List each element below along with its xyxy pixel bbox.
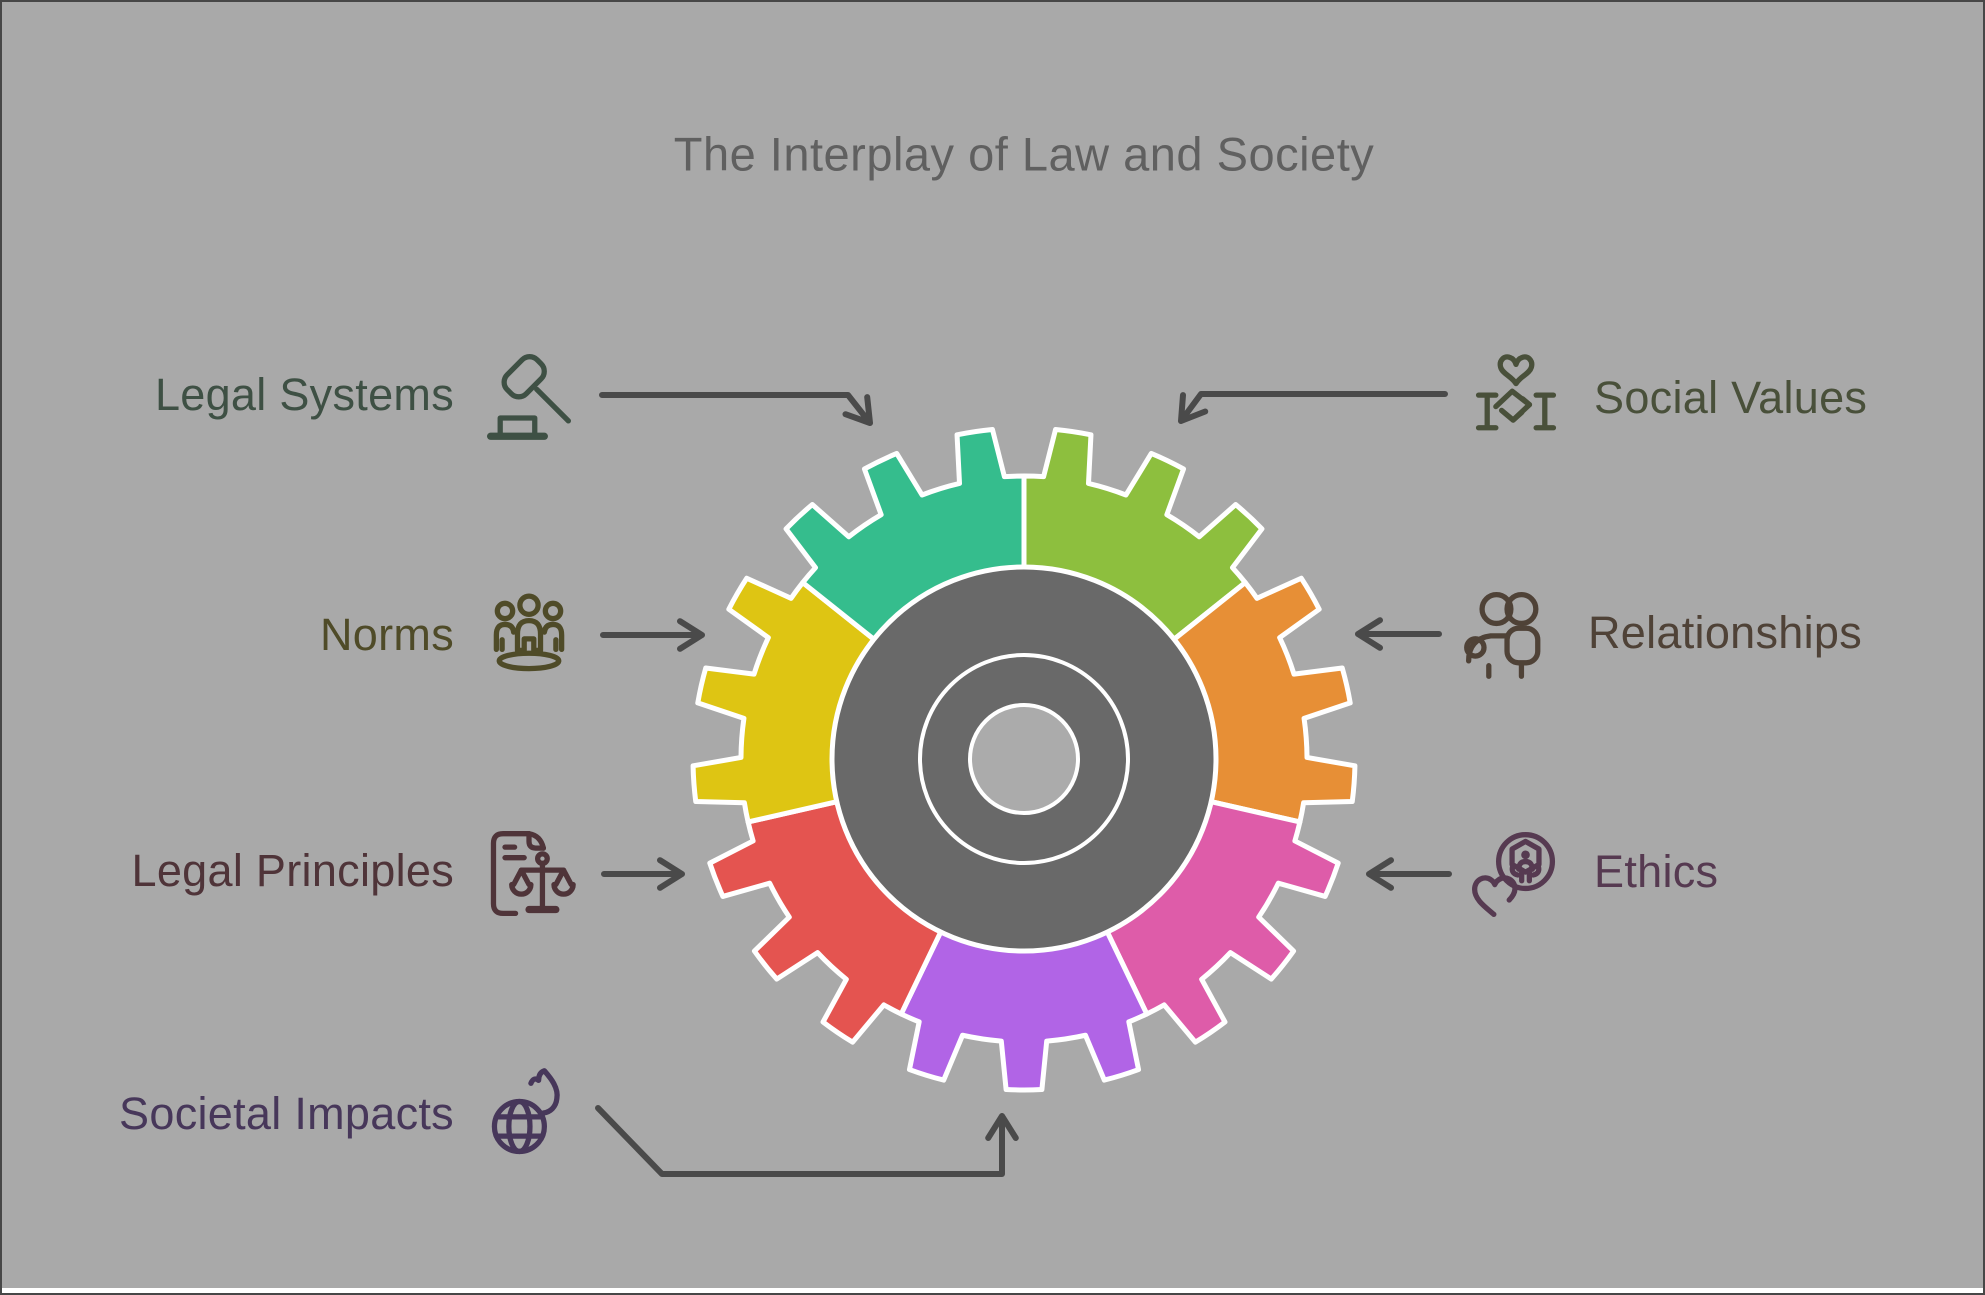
diagram-title: The Interplay of Law and Society [673, 127, 1375, 181]
heart-person-icon [1472, 832, 1556, 917]
label-societal-impacts: Societal Impacts [119, 1087, 454, 1139]
gavel-icon [487, 354, 571, 440]
label-relationships: Relationships [1588, 606, 1863, 658]
arrow-social-values [1178, 391, 1448, 424]
label-legal-principles: Legal Principles [131, 844, 454, 896]
arrow-ethics [1366, 857, 1452, 891]
people-group-icon [493, 593, 565, 672]
arrow-norms [600, 618, 705, 652]
arrow-legal-systems [599, 392, 873, 426]
arrow-relationships [1355, 617, 1442, 651]
label-norms: Norms [320, 608, 454, 660]
globe-flame-icon [491, 1068, 560, 1155]
gear-hub [968, 703, 1080, 815]
gear-ring [918, 653, 1130, 865]
canvas-bottom-edge [2, 1288, 1983, 1293]
label-legal-systems: Legal Systems [154, 368, 454, 420]
handshake-heart-icon [1475, 354, 1557, 431]
two-people-icon [1464, 592, 1541, 679]
label-social-values: Social Values [1594, 371, 1868, 423]
document-scales-icon [490, 831, 576, 916]
label-ethics: Ethics [1594, 845, 1719, 897]
arrow-legal-principles [601, 857, 685, 891]
arrow-societal-impacts [595, 1105, 1019, 1177]
